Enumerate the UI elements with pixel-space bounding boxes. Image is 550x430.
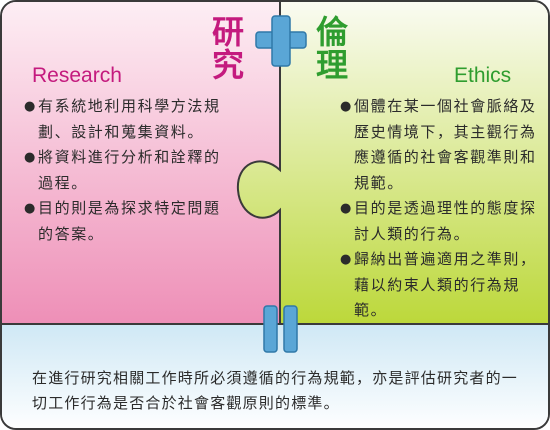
ethics-list: 個體在某一個社會脈絡及歷史情境下，其主觀行為應遵循的社會客觀準則和規範。 目的是… (340, 94, 540, 324)
summary-text: 在進行研究相關工作時所必須遵循的行為規範，亦是評估研究者的一切工作行為是否合於社… (32, 369, 519, 412)
ethics-list-item: 歸納出普遍適用之準則，藉以約束人類的行為規範。 (340, 247, 540, 324)
ethics-list-item: 目的是透過理性的態度探討人類的行為。 (340, 196, 540, 247)
research-list-item: 目的則是為探求特定問題的答案。 (24, 196, 226, 247)
ethics-list-item: 個體在某一個社會脈絡及歷史情境下，其主觀行為應遵循的社會客觀準則和規範。 (340, 94, 540, 196)
research-heading-en: Research (32, 64, 122, 87)
ethics-heading-en: Ethics (454, 64, 512, 87)
ethics-heading-zh: 倫理 (316, 13, 349, 84)
plus-sign-icon (255, 15, 307, 67)
research-list-item: 將資料進行分析和詮釋的過程。 (24, 145, 226, 196)
research-heading-zh: 研究 (212, 13, 245, 84)
research-list-item: 有系統地利用科學方法規劃、設計和蒐集資料。 (24, 94, 226, 145)
research-list: 有系統地利用科學方法規劃、設計和蒐集資料。 將資料進行分析和詮釋的過程。 目的則… (24, 94, 226, 247)
equals-sign-icon (263, 305, 298, 353)
